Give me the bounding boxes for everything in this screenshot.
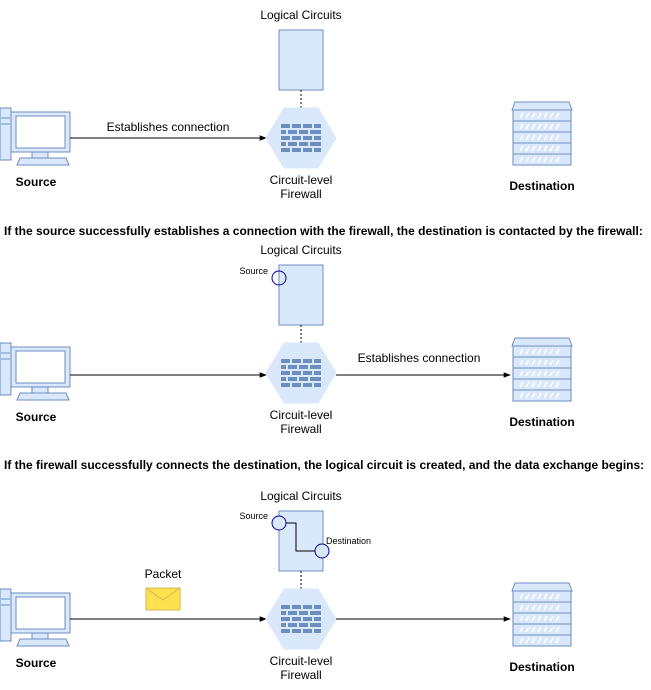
logical-circuits-box (278, 264, 324, 326)
panel-caption: If the firewall successfully connects th… (4, 458, 644, 472)
firewall-label-line2: Firewall (280, 187, 321, 201)
firewall-icon (265, 588, 337, 650)
server-rack-icon (511, 582, 573, 647)
destination-label: Destination (509, 660, 574, 674)
envelope-icon (145, 587, 181, 611)
firewall-label-line1: Circuit-level (270, 654, 333, 668)
destination-label: Destination (509, 415, 574, 429)
firewall-icon (265, 107, 337, 169)
circuit-source-label: Source (239, 266, 268, 276)
circuit-source-endpoint (271, 515, 287, 531)
firewall-label-line2: Firewall (280, 668, 321, 682)
computer-icon (0, 342, 71, 401)
panel-caption: If the source successfully establishes a… (4, 224, 643, 238)
destination-label: Destination (509, 179, 574, 193)
panel-2: If the source successfully establishes a… (0, 224, 643, 436)
computer-icon (0, 588, 71, 647)
firewall-label-line1: Circuit-level (270, 408, 333, 422)
computer-icon (0, 107, 71, 166)
server-rack-icon (511, 337, 573, 402)
firewall-icon (265, 342, 337, 404)
source-label: Source (16, 656, 57, 670)
source-label: Source (16, 175, 57, 189)
logical-circuits-title: Logical Circuits (260, 8, 341, 22)
logical-circuits-box (278, 29, 324, 91)
panel-1: Logical Circuits Source Establishes conn… (0, 8, 575, 201)
circuit-destination-endpoint (314, 543, 330, 559)
logical-circuits-title: Logical Circuits (260, 489, 341, 503)
logical-circuits-box (278, 510, 324, 572)
edge-label: Establishes connection (358, 351, 481, 365)
panel-3: If the firewall successfully connects th… (0, 458, 644, 682)
server-rack-icon (511, 101, 573, 166)
firewall-label-line1: Circuit-level (270, 173, 333, 187)
packet-label: Packet (145, 567, 182, 581)
circuit-destination-label: Destination (326, 536, 371, 546)
circuit-source-label: Source (239, 511, 268, 521)
circuit-path (279, 522, 322, 552)
firewall-label-line2: Firewall (280, 422, 321, 436)
circuit-source-endpoint (271, 270, 287, 286)
logical-circuits-title: Logical Circuits (260, 243, 341, 257)
edge-label: Establishes connection (107, 120, 230, 134)
source-label: Source (16, 410, 57, 424)
